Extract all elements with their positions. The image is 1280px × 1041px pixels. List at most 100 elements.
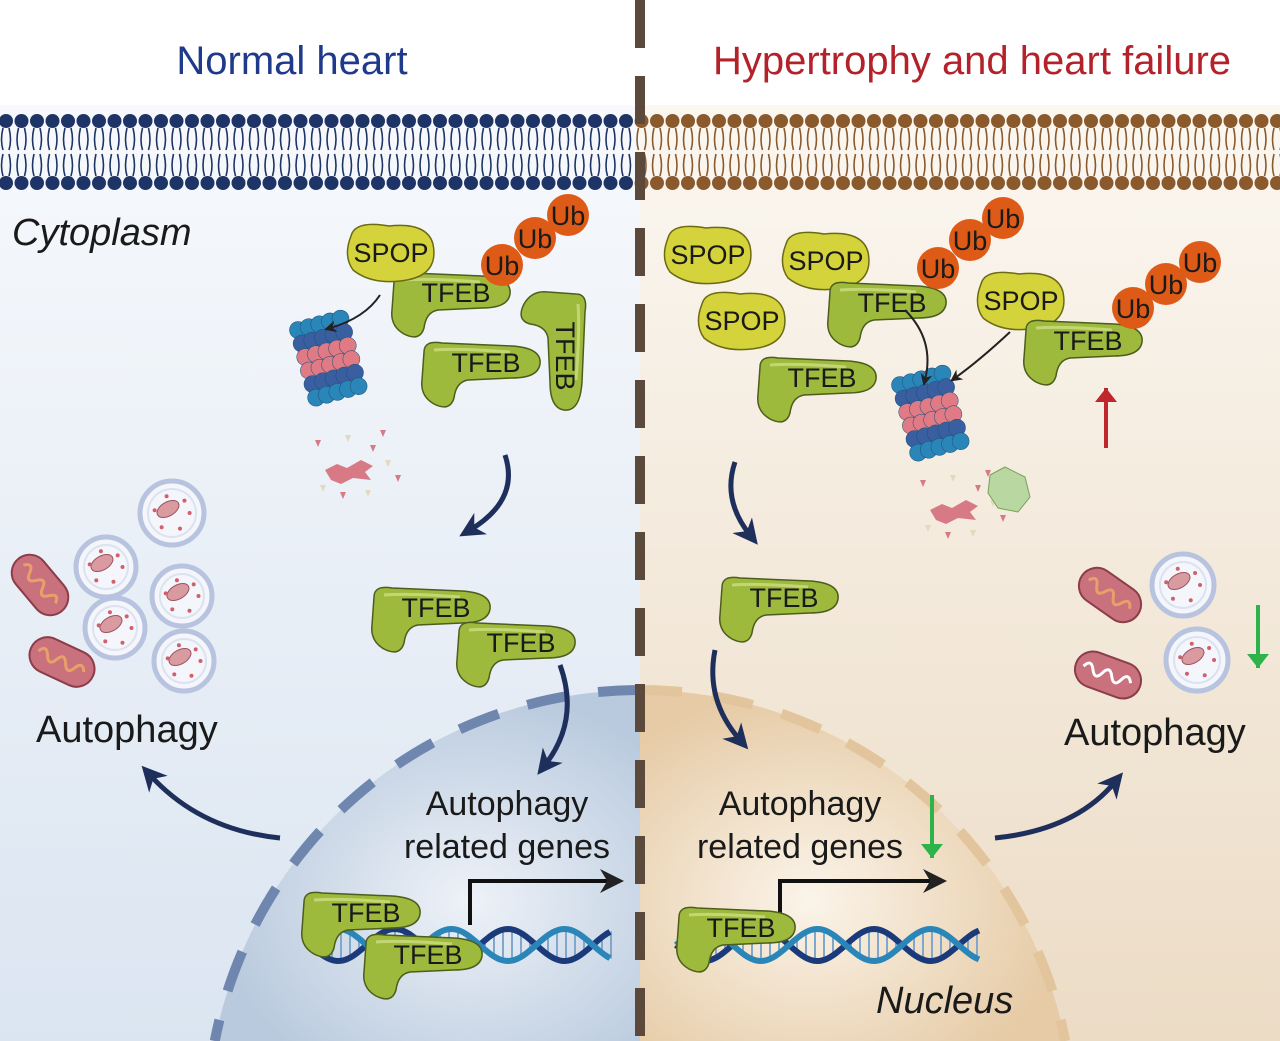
phospholipid bbox=[169, 114, 184, 190]
left-genes-label-line2: related genes bbox=[404, 828, 610, 866]
lipid-head bbox=[557, 114, 571, 128]
ubiquitin: Ub bbox=[1112, 287, 1154, 329]
lipid-head bbox=[572, 114, 587, 128]
lipid-head bbox=[278, 176, 292, 190]
spop-shape bbox=[346, 223, 435, 283]
phospholipid bbox=[820, 114, 835, 190]
lipid-head bbox=[1115, 176, 1129, 190]
lipid-head bbox=[371, 114, 385, 128]
lipid-head bbox=[851, 114, 866, 128]
lysosomal-dot bbox=[87, 562, 92, 567]
lipid-tail bbox=[372, 127, 384, 177]
lipid-head bbox=[603, 114, 618, 128]
lysosomal-dot bbox=[187, 608, 192, 613]
lysosomal-dot bbox=[163, 591, 168, 596]
phospholipid bbox=[774, 114, 788, 190]
spop-label: SPOP bbox=[704, 306, 779, 336]
amino-acid bbox=[365, 490, 371, 497]
phospholipid bbox=[0, 114, 13, 190]
lipid-tail bbox=[853, 127, 864, 177]
nuclear-translocation-arrow-right bbox=[710, 649, 749, 750]
phospholipid bbox=[61, 114, 75, 190]
lipid-head bbox=[61, 176, 75, 190]
lipid-tail bbox=[1023, 127, 1035, 177]
degradation-bypass-arrow bbox=[459, 454, 511, 537]
tfeb-shape bbox=[719, 576, 839, 643]
autolysosome bbox=[82, 595, 148, 661]
lipid-head bbox=[1068, 176, 1083, 190]
phospholipid bbox=[944, 114, 959, 190]
decrease-arrow-autophagy-head bbox=[1247, 654, 1269, 668]
lysosomal-dot bbox=[98, 549, 103, 554]
lipid-tail bbox=[543, 127, 554, 177]
tfeb-label: TFEB bbox=[550, 321, 580, 390]
right-genes-label-line2: related genes bbox=[697, 828, 903, 866]
lipid-head bbox=[588, 176, 602, 190]
lysosomal-dot bbox=[1178, 655, 1183, 660]
lipid-tail bbox=[450, 127, 461, 177]
lysosomal-dot bbox=[196, 594, 201, 598]
left-nuclear-envelope bbox=[209, 685, 641, 1041]
tfeb-label: TFEB bbox=[486, 628, 555, 658]
spop-label: SPOP bbox=[670, 240, 745, 270]
lipid-head bbox=[867, 114, 881, 128]
amino-acid bbox=[925, 525, 931, 532]
dna-strand bbox=[308, 925, 612, 965]
phospholipid bbox=[479, 114, 494, 190]
lipid-tail bbox=[651, 127, 663, 177]
lipid-tail bbox=[915, 127, 926, 177]
ubiquitin-circle bbox=[949, 219, 991, 261]
tfeb-shape bbox=[827, 281, 947, 348]
lipid-head bbox=[14, 176, 29, 190]
left-panel-title: Normal heart bbox=[176, 39, 407, 83]
lipid-head bbox=[1022, 114, 1036, 128]
lysosomal-dot bbox=[182, 498, 187, 503]
ubiquitin: Ub bbox=[949, 219, 991, 261]
proteasome-subunit bbox=[349, 377, 368, 395]
lipid-head bbox=[76, 176, 91, 190]
lipid-tail bbox=[264, 127, 275, 177]
lipid-tail bbox=[930, 127, 942, 177]
spop-label: SPOP bbox=[788, 246, 863, 276]
lipid-head bbox=[262, 114, 277, 128]
increase-arrow-head bbox=[1095, 388, 1117, 402]
lysosomal-dot bbox=[1164, 580, 1169, 585]
phospholipid bbox=[836, 114, 850, 190]
tfeb-protein: TFEB bbox=[456, 621, 576, 688]
tfeb-protein: TFEB bbox=[827, 281, 947, 348]
phospholipid bbox=[1192, 114, 1207, 190]
phospholipid bbox=[138, 114, 153, 190]
tfeb-protein: TFEB bbox=[363, 933, 483, 1000]
autolysosome bbox=[73, 534, 139, 600]
lipid-head bbox=[402, 114, 416, 128]
spop-shape bbox=[697, 291, 786, 351]
autophagy-induction-arrow bbox=[141, 765, 281, 841]
lysosomal-dot bbox=[170, 607, 175, 612]
lipid-head bbox=[743, 114, 757, 128]
phospholipid bbox=[1037, 114, 1052, 190]
lipid-head bbox=[727, 114, 742, 128]
lysosomal-dot bbox=[1188, 598, 1193, 603]
phospholipid bbox=[386, 114, 401, 190]
lipid-tail bbox=[1132, 127, 1143, 177]
lipid-head bbox=[200, 114, 215, 128]
lipid-tail bbox=[713, 127, 725, 177]
lipid-head bbox=[712, 176, 726, 190]
phospholipid bbox=[495, 114, 509, 190]
spop-shape bbox=[976, 271, 1065, 331]
lipid-tail bbox=[806, 127, 818, 177]
lipid-head bbox=[247, 114, 261, 128]
phospholipid bbox=[355, 114, 370, 190]
transcription-start-arrow bbox=[778, 869, 947, 925]
dna-helix bbox=[674, 925, 981, 965]
lipid-head bbox=[851, 176, 866, 190]
lipid-tail bbox=[558, 127, 570, 177]
lipid-head bbox=[650, 114, 664, 128]
spop-tfeb-to-proteasome-arrow bbox=[904, 309, 933, 386]
lysosomal-dot bbox=[124, 614, 129, 619]
ubiquitin: Ub bbox=[982, 197, 1024, 239]
mitochondrion-fragment bbox=[168, 647, 192, 667]
ubiquitin-label: Ub bbox=[518, 224, 553, 254]
lipid-tail bbox=[620, 127, 632, 177]
